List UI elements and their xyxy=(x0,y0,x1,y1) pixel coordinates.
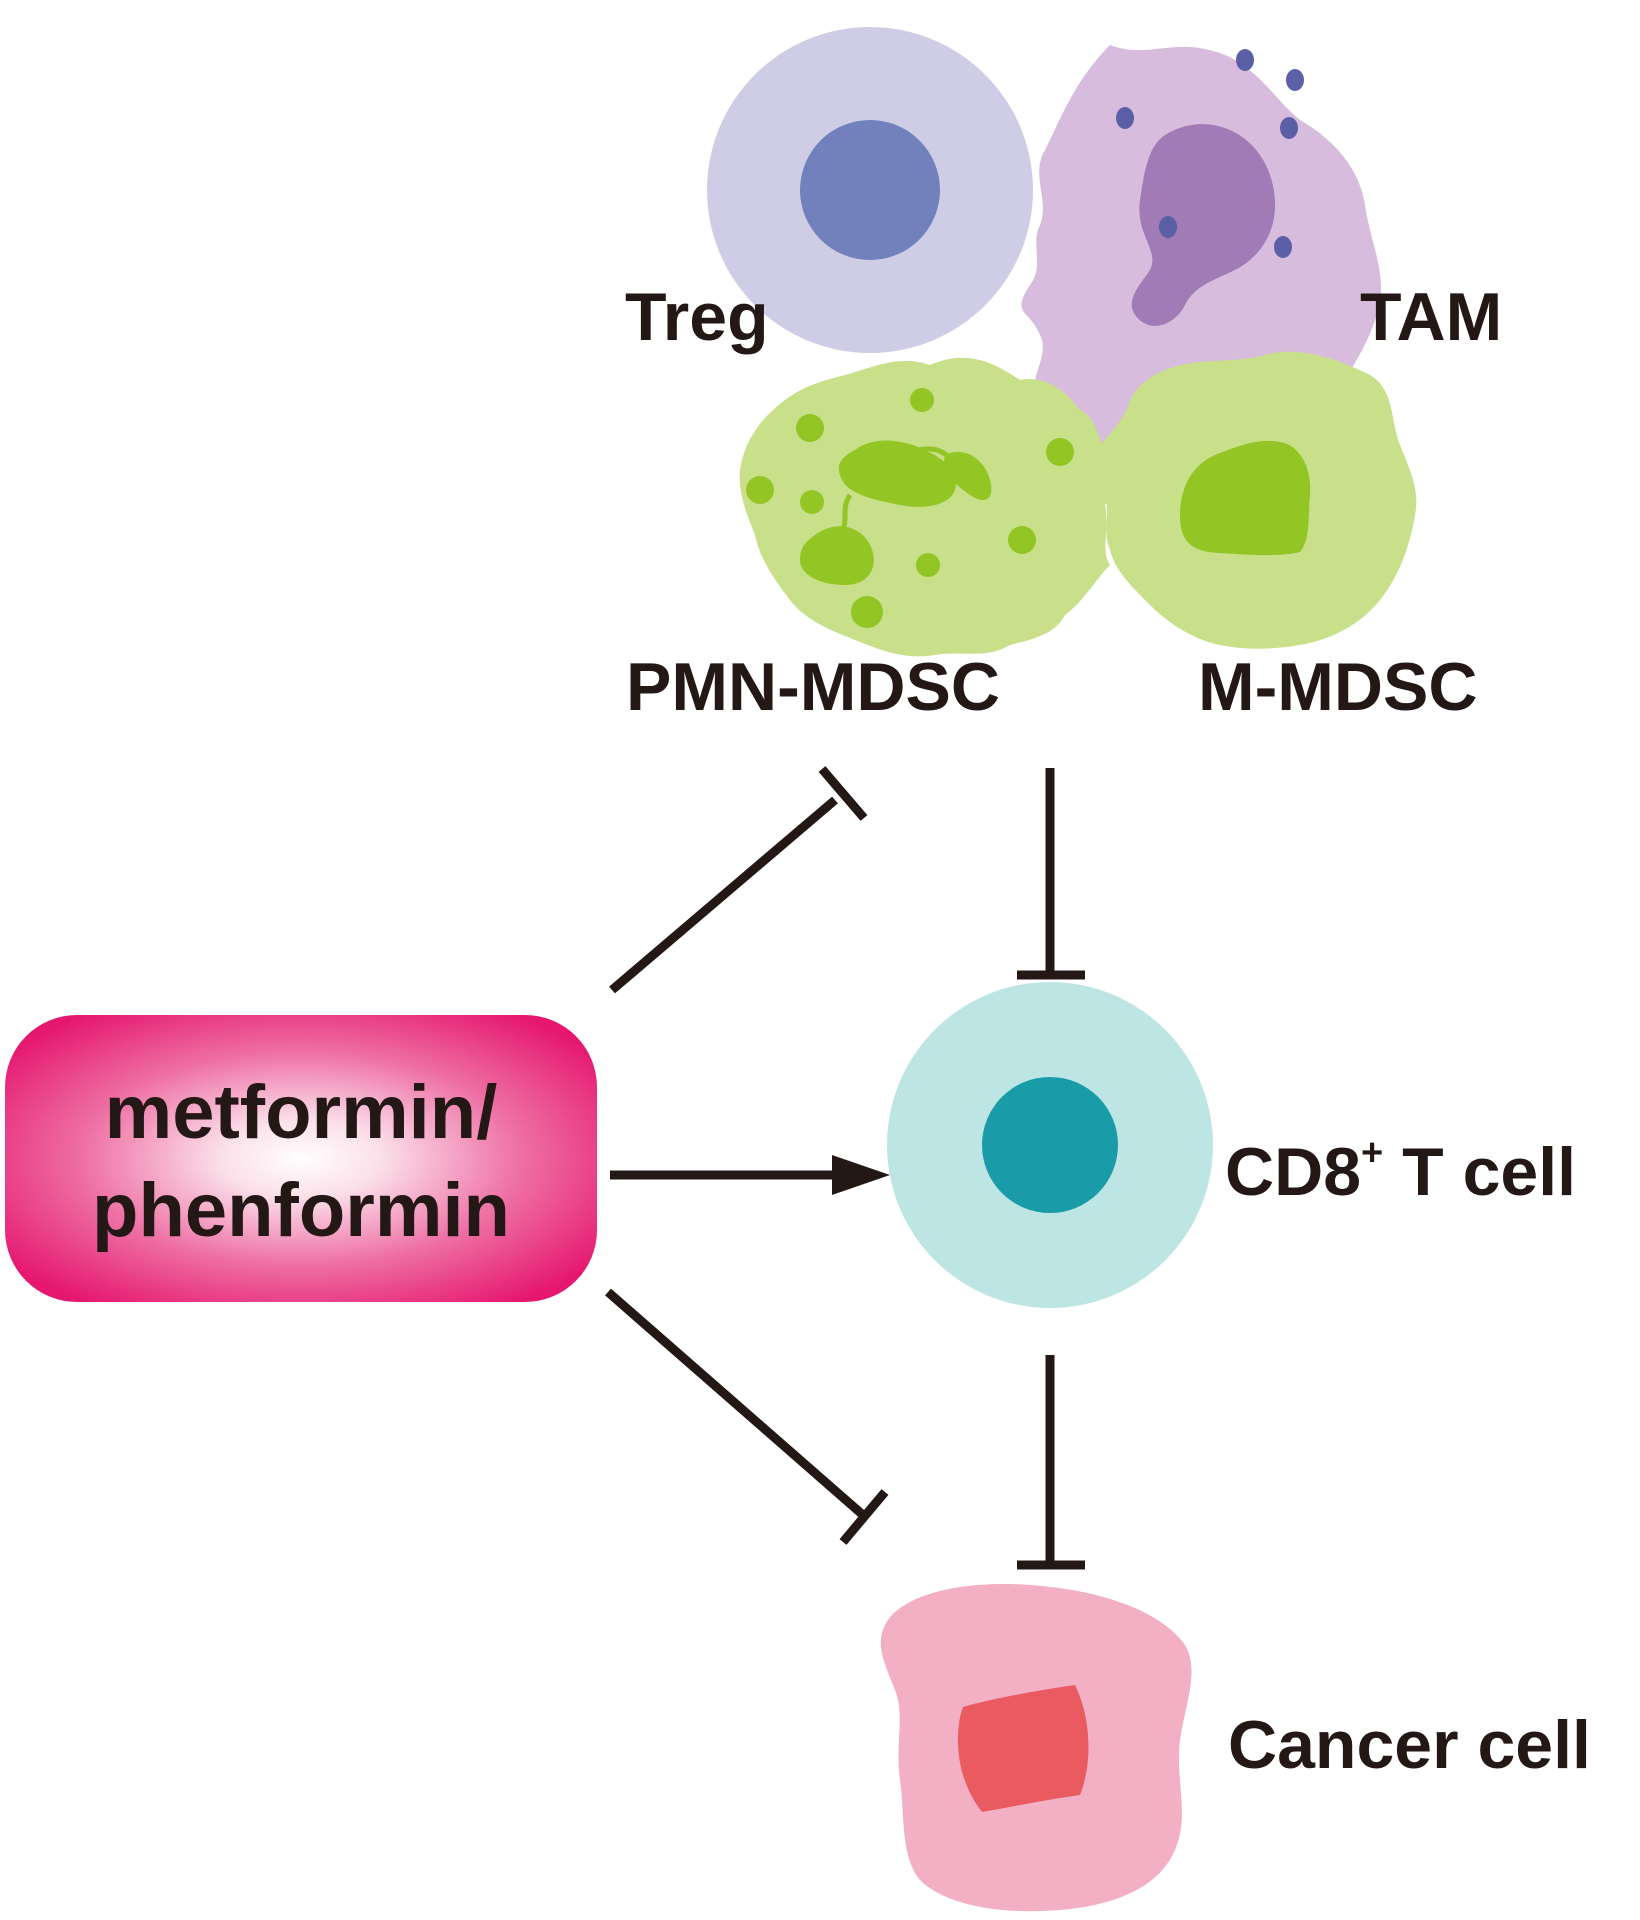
pmn-granule xyxy=(910,388,934,412)
tam-granule xyxy=(1280,117,1298,139)
m-mdsc-nucleus xyxy=(1180,440,1311,556)
edge-drug-inhibits-cancer xyxy=(605,1288,889,1545)
edges xyxy=(605,766,1085,1570)
tam-granule xyxy=(1274,236,1292,258)
edge-line xyxy=(605,1288,866,1519)
edge-drug-activates-cd8 xyxy=(610,1155,890,1195)
tam-label: TAM xyxy=(1360,279,1502,355)
inhibit-bar xyxy=(818,766,868,821)
cancer-cell xyxy=(880,1584,1192,1912)
pmn-granule xyxy=(746,476,774,504)
inhibit-bar xyxy=(839,1489,889,1545)
cd8-label-main: CD8 xyxy=(1225,1134,1361,1210)
pmn-mdsc-cell xyxy=(739,357,1110,657)
treg-cell xyxy=(707,27,1033,353)
tam-granule xyxy=(1159,216,1177,238)
drug-label-line2: phenformin xyxy=(92,1168,510,1253)
pmn-nucleus-lobe xyxy=(838,440,956,507)
cd8-t-cell xyxy=(887,982,1213,1308)
drug-box: metformin/ phenformin xyxy=(5,1015,597,1302)
pmn-nucleus-lobe xyxy=(944,451,992,500)
edge-suppressive-cells-inhibit-cd8 xyxy=(1017,768,1085,980)
edge-cd8-inhibits-cancer xyxy=(1017,1355,1085,1570)
pmn-granule xyxy=(851,596,883,628)
pmn-granule xyxy=(916,553,940,577)
pmn-granule xyxy=(800,490,824,514)
pmn-granule xyxy=(1008,526,1036,554)
treg-nucleus xyxy=(800,120,940,260)
tam-granules xyxy=(1116,49,1304,258)
pmn-mdsc-label: PMN-MDSC xyxy=(626,649,1000,725)
cd8-label: CD8+ T cell xyxy=(1225,1132,1576,1210)
drug-box-background xyxy=(5,1015,597,1302)
cancer-nucleus xyxy=(958,1685,1089,1812)
arrowhead xyxy=(832,1155,890,1195)
cd8-label-suffix: T cell xyxy=(1383,1134,1576,1210)
pmn-granule xyxy=(796,414,824,442)
cancer-label: Cancer cell xyxy=(1228,1707,1591,1783)
tam-granule xyxy=(1116,107,1134,129)
edge-line xyxy=(609,796,838,994)
drug-label-line1: metformin/ xyxy=(105,1070,498,1155)
pmn-mdsc-nucleus xyxy=(800,440,992,585)
edge-drug-inhibits-suppressive-cells xyxy=(609,766,868,994)
treg-label: Treg xyxy=(625,279,769,355)
pmn-nucleus-lobe xyxy=(800,526,874,585)
pmn-nucleus-strand xyxy=(837,446,952,537)
tam-nucleus xyxy=(1131,124,1276,326)
cd8-nucleus xyxy=(982,1077,1118,1213)
cd8-label-superscript: + xyxy=(1361,1132,1383,1174)
m-mdsc-label: M-MDSC xyxy=(1198,649,1478,725)
tam-granule xyxy=(1286,69,1304,91)
tam-granule xyxy=(1236,49,1254,71)
pmn-granule xyxy=(1046,438,1074,466)
pmn-mdsc-granules xyxy=(746,388,1074,628)
m-mdsc-cell xyxy=(1083,351,1417,649)
